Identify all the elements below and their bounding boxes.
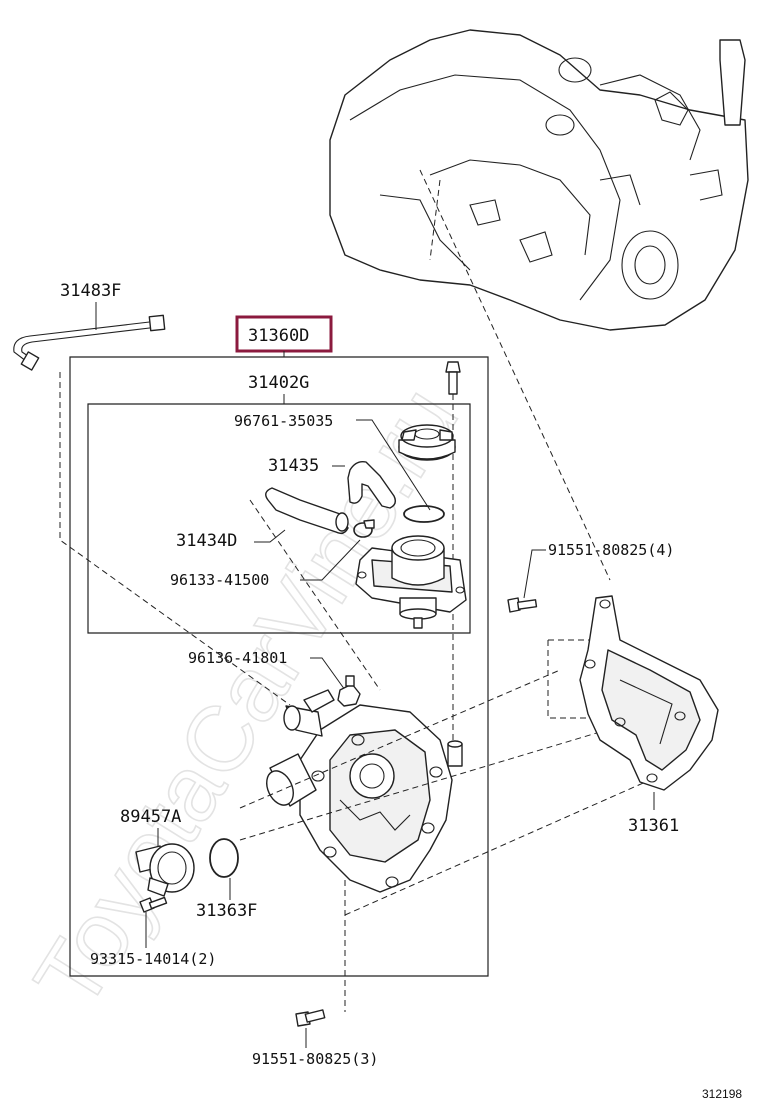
bolt-91551-4	[507, 597, 538, 613]
label-31360D: 31360D	[248, 326, 309, 346]
label-31435: 31435	[268, 456, 319, 476]
label-91551-80825-3: 91551-80825(3)	[252, 1050, 378, 1068]
fitting-96136	[337, 675, 361, 707]
bolt-91551-3	[295, 1009, 326, 1027]
label-96761-35035: 96761-35035	[234, 412, 333, 430]
main-housing	[266, 689, 463, 893]
label-96133-41500: 96133-41500	[170, 571, 269, 589]
valve-housing	[355, 535, 467, 629]
label-93315-14014-2: 93315-14014(2)	[90, 950, 216, 968]
label-89457A: 89457A	[120, 807, 181, 827]
figure-reference-number: 312198	[702, 1087, 742, 1101]
hose-31434D	[265, 487, 349, 535]
bolt-top-right	[445, 361, 461, 395]
transmission-assembly	[329, 29, 749, 331]
screw-93315	[139, 896, 168, 913]
bracket-31361	[579, 595, 719, 791]
o-ring-31363F	[209, 838, 239, 878]
label-31402G: 31402G	[248, 373, 309, 393]
hose-31435	[347, 460, 397, 509]
label-31434D: 31434D	[176, 531, 237, 551]
label-31483F: 31483F	[60, 281, 121, 301]
label-31361: 31361	[628, 816, 679, 836]
cap-part	[398, 424, 456, 461]
clamp-96133	[353, 519, 375, 538]
label-31363F: 31363F	[196, 901, 257, 921]
inner-group-box	[87, 403, 471, 634]
label-96136-41801: 96136-41801	[188, 649, 287, 667]
sensor-89457A	[135, 843, 195, 897]
o-ring-96761	[403, 505, 445, 523]
watermark-text: ToyotaCarVine.ru	[15, 370, 477, 1025]
hose-31483F	[13, 314, 166, 371]
outer-group-box	[69, 356, 489, 977]
label-91551-80825-4: 91551-80825(4)	[548, 541, 674, 559]
